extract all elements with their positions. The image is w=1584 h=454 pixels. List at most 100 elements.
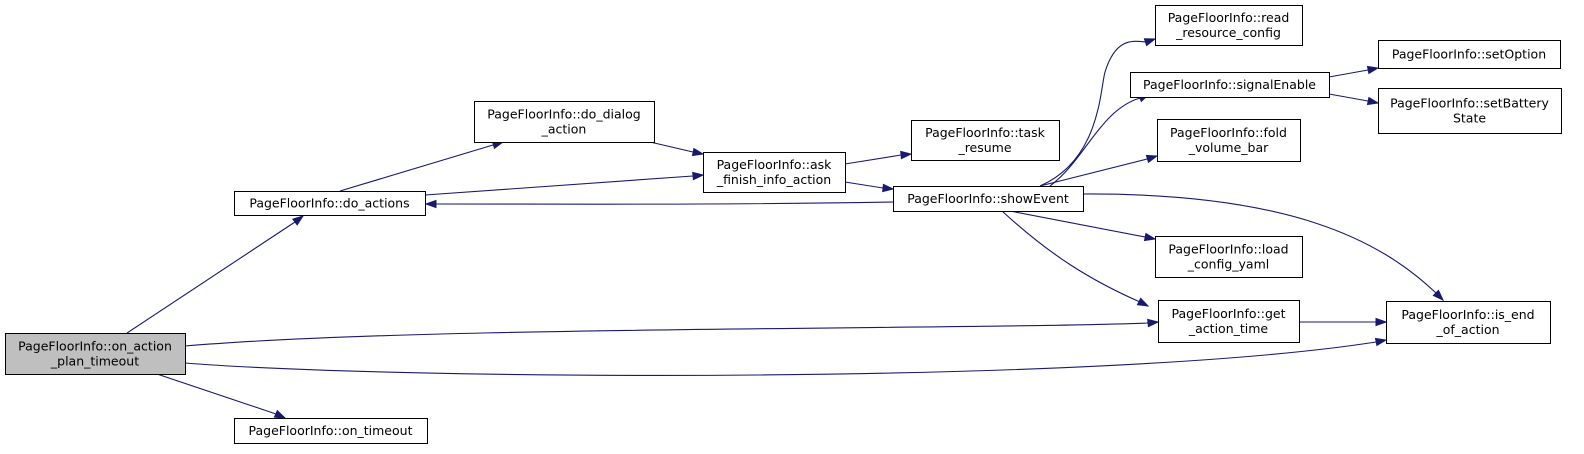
edge-on_action_plan_timeout-to-do_actions <box>126 215 305 334</box>
edge-line <box>844 154 902 165</box>
node-do-dialog-action[interactable]: PageFloorInfo::do_dialog_action <box>474 101 655 143</box>
node-ask-finish-info-action[interactable]: PageFloorInfo::ask_finish_info_action <box>703 152 846 193</box>
node-box <box>1155 5 1303 46</box>
node-box <box>1157 119 1301 162</box>
edge-signalEnable-to-setOption <box>1328 65 1380 78</box>
node-box <box>1130 72 1330 98</box>
edge-on_action_plan_timeout-to-get_action_time <box>184 318 1160 347</box>
node-label-line: PageFloorInfo::on_action <box>18 339 172 354</box>
node-box <box>911 120 1060 161</box>
edge-on_action_plan_timeout-to-on_timeout <box>156 373 287 419</box>
node-showEvent[interactable]: PageFloorInfo::showEvent <box>893 186 1084 212</box>
node-on-action-plan-timeout[interactable]: PageFloorInfo::on_action_plan_timeout <box>5 333 186 375</box>
edge-arrowhead <box>691 147 705 157</box>
edge-line <box>156 373 277 415</box>
node-box <box>1378 88 1562 134</box>
node-label-line: PageFloorInfo::showEvent <box>907 191 1069 206</box>
edge-arrowhead <box>900 150 913 160</box>
edge-signalEnable-to-setBatteryState <box>1328 93 1380 106</box>
node-is-end-of-action[interactable]: PageFloorInfo::is_end_of_action <box>1386 301 1551 344</box>
edge-line <box>424 175 694 196</box>
edge-line <box>184 322 1149 347</box>
edge-arrowhead <box>1136 297 1150 307</box>
node-box <box>703 152 846 193</box>
node-label-line: PageFloorInfo::is_end <box>1401 307 1534 322</box>
node-fold-volume-bar[interactable]: PageFloorInfo::fold_volume_bar <box>1157 119 1301 162</box>
node-label-line: PageFloorInfo::do_actions <box>249 196 409 211</box>
edge-arrowhead <box>1374 337 1388 347</box>
edge-line <box>1039 40 1147 187</box>
node-label-line: _resume <box>957 140 1011 155</box>
edge-showEvent-to-is_end_of_action <box>1082 193 1445 302</box>
node-label-line: PageFloorInfo::setOption <box>1392 47 1546 62</box>
node-label-line: PageFloorInfo::read <box>1168 10 1290 25</box>
node-label-line: PageFloorInfo::setBattery <box>1390 96 1549 111</box>
edge-arrowhead <box>273 409 287 419</box>
edge-line <box>1039 158 1148 187</box>
node-task-resume[interactable]: PageFloorInfo::task_resume <box>911 120 1060 161</box>
edge-line <box>1328 93 1369 102</box>
edge-arrowhead <box>1143 232 1157 242</box>
node-load-config-yaml[interactable]: PageFloorInfo::load_config_yaml <box>1155 236 1303 278</box>
edge-showEvent-to-signalEnable <box>1049 93 1151 187</box>
edge-arrowhead <box>882 183 895 193</box>
edge-arrowhead <box>1366 65 1380 75</box>
node-label-line: PageFloorInfo::fold <box>1170 125 1287 140</box>
node-label-line: _volume_bar <box>1188 140 1269 155</box>
node-box <box>1158 300 1300 343</box>
node-label-line: PageFloorInfo::load <box>1168 242 1288 257</box>
edge-do_dialog_action-to-ask_finish_info_action <box>649 141 705 157</box>
node-signalEnable[interactable]: PageFloorInfo::signalEnable <box>1130 72 1330 98</box>
node-label-line: _config_yaml <box>1187 257 1269 272</box>
node-label-line: _action <box>541 122 587 137</box>
edge-arrowhead <box>1366 96 1380 106</box>
edge-line <box>1328 69 1369 78</box>
edge-ask_finish_info_action-to-task_resume <box>844 150 913 165</box>
edge-do_actions-to-do_dialog_action <box>339 140 505 192</box>
node-label-line: State <box>1453 111 1486 126</box>
node-label-line: PageFloorInfo::signalEnable <box>1143 77 1316 92</box>
edge-showEvent-to-get_action_time <box>1001 210 1150 307</box>
edge-showEvent-to-do_actions <box>424 199 894 209</box>
edge-showEvent-to-read_resource_config <box>1039 38 1157 187</box>
edge-line <box>844 181 884 189</box>
edge-do_actions-to-ask_finish_info_action <box>424 171 705 196</box>
edge-get_action_time-to-is_end_of_action <box>1299 317 1388 327</box>
node-read-resource-config[interactable]: PageFloorInfo::read_resource_config <box>1155 5 1303 46</box>
edge-arrowhead <box>1143 38 1157 47</box>
node-label-line: _resource_config <box>1175 25 1281 40</box>
edge-line <box>126 221 296 334</box>
edge-line <box>1001 210 1141 303</box>
node-label-line: PageFloorInfo::get <box>1172 306 1286 321</box>
edge-arrowhead <box>424 199 437 209</box>
edge-line <box>1049 97 1141 187</box>
node-setOption[interactable]: PageFloorInfo::setOption <box>1378 40 1561 69</box>
node-on-timeout[interactable]: PageFloorInfo::on_timeout <box>234 418 428 444</box>
node-box <box>474 101 655 143</box>
node-label-line: PageFloorInfo::ask <box>717 157 833 172</box>
node-box <box>5 333 186 375</box>
edge-arrowhead <box>1432 289 1445 302</box>
edge-line <box>339 144 494 192</box>
edge-on_action_plan_timeout-to-is_end_of_action <box>184 337 1388 376</box>
node-label-line: _action_time <box>1188 321 1269 336</box>
node-box <box>1155 236 1303 278</box>
node-label-line: PageFloorInfo::task <box>925 125 1046 140</box>
node-box <box>234 191 426 216</box>
edge-arrowhead <box>292 215 305 226</box>
node-box <box>234 418 428 444</box>
node-do-actions[interactable]: PageFloorInfo::do_actions <box>234 191 426 216</box>
node-get-action-time[interactable]: PageFloorInfo::get_action_time <box>1158 300 1300 343</box>
edge-arrowhead <box>1147 318 1160 328</box>
node-label-line: PageFloorInfo::on_timeout <box>249 423 413 438</box>
edge-showEvent-to-fold_volume_bar <box>1039 154 1159 187</box>
edge-line <box>184 341 1377 376</box>
nodes-layer: PageFloorInfo::on_action_plan_timeoutPag… <box>5 5 1562 444</box>
edge-ask_finish_info_action-to-showEvent <box>844 181 895 193</box>
edge-line <box>1082 193 1437 294</box>
node-label-line: _plan_timeout <box>50 354 139 369</box>
node-label-line: _of_action <box>1435 322 1499 337</box>
edge-line <box>435 201 894 205</box>
